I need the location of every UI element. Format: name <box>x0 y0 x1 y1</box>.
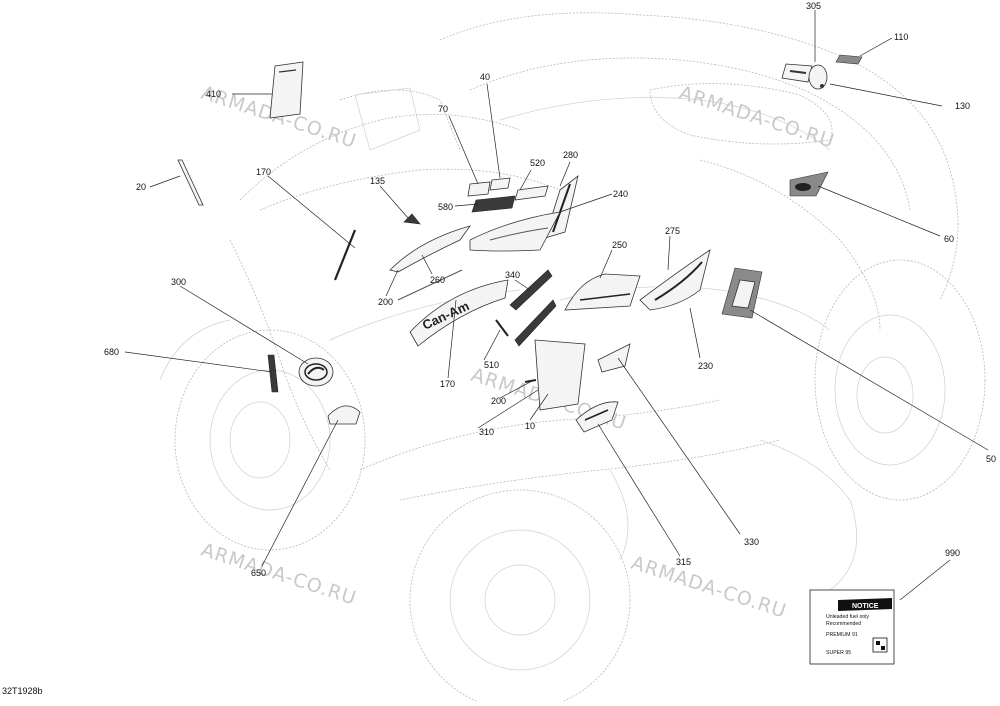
notice-line4: SUPER 95 <box>826 650 851 656</box>
decal-275 <box>639 249 711 311</box>
decal-135 <box>403 213 421 225</box>
atv-ghost-outline <box>159 12 986 706</box>
decal-240 <box>469 211 561 252</box>
decal-110 <box>835 54 863 65</box>
decal-60 <box>789 171 829 197</box>
notice-title: NOTICE <box>852 603 879 610</box>
decal-260 <box>409 279 509 347</box>
decal-40 <box>489 177 511 191</box>
decal-20 <box>177 159 204 206</box>
callout-300: 300 <box>171 277 186 287</box>
callout-40: 40 <box>480 72 490 82</box>
callout-200: 200 <box>378 297 393 307</box>
decal-70 <box>467 181 491 197</box>
decal-300 <box>298 357 334 387</box>
callout-130: 130 <box>955 101 970 111</box>
decal-340 <box>509 269 553 311</box>
callout-305: 305 <box>806 1 821 11</box>
callout-580: 580 <box>438 202 453 212</box>
callout-510: 510 <box>484 360 499 370</box>
callout-240: 240 <box>613 189 628 199</box>
decal-680 <box>267 354 279 393</box>
callout-330: 330 <box>744 537 759 547</box>
notice-line2: Recommended <box>826 621 861 627</box>
callout-50: 50 <box>986 454 996 464</box>
callout-310: 310 <box>479 427 494 437</box>
decal-410 <box>269 61 304 119</box>
notice-line1: Unleaded fuel only <box>826 614 869 620</box>
leader-lines <box>124 10 989 601</box>
decal-10 <box>534 339 586 411</box>
drawing-code: 32T1928b <box>2 686 43 696</box>
callout-990: 990 <box>945 548 960 558</box>
decal-parts: Can-Am <box>177 54 863 433</box>
decal-315 <box>575 401 619 433</box>
decal-580 <box>471 195 516 213</box>
decal-330 <box>597 343 631 373</box>
callout-170: 170 <box>256 167 271 177</box>
decal-130 <box>808 64 828 90</box>
decal-520 <box>514 185 549 201</box>
callout-280: 280 <box>563 150 578 160</box>
callout-250: 250 <box>612 240 627 250</box>
decal-305 <box>781 63 813 83</box>
callout-135: 135 <box>370 176 385 186</box>
notice-label-990: NOTICE Unleaded fuel only Recommended PR… <box>809 589 895 665</box>
callout-170: 170 <box>440 379 455 389</box>
callout-70: 70 <box>438 104 448 114</box>
callout-315: 315 <box>676 557 691 567</box>
callout-410: 410 <box>206 89 221 99</box>
decal-170 <box>333 229 357 281</box>
callout-10: 10 <box>525 421 535 431</box>
notice-line3: PREMIUM 91 <box>826 632 858 638</box>
watermark-text: ARMADA-CO.RU <box>628 552 789 623</box>
callout-260: 260 <box>430 275 445 285</box>
watermark-group: ARMADA-CO.RU ARMADA-CO.RU ARMADA-CO.RU A… <box>198 82 837 623</box>
callout-275: 275 <box>665 226 680 236</box>
callout-200: 200 <box>491 396 506 406</box>
callout-110: 110 <box>894 32 908 42</box>
watermark-text: ARMADA-CO.RU <box>676 82 837 153</box>
callout-20: 20 <box>136 182 146 192</box>
callout-520: 520 <box>530 158 545 168</box>
decal-650 <box>327 405 361 425</box>
callout-60: 60 <box>944 234 954 244</box>
decal-250 <box>564 273 641 311</box>
decal-200 <box>389 225 471 273</box>
callout-340: 340 <box>505 270 520 280</box>
callout-labels: 305 110 130 410 40 70 520 280 20 170 135… <box>104 1 996 578</box>
callout-650: 650 <box>251 568 266 578</box>
callout-680: 680 <box>104 347 119 357</box>
callout-230: 230 <box>698 361 713 371</box>
